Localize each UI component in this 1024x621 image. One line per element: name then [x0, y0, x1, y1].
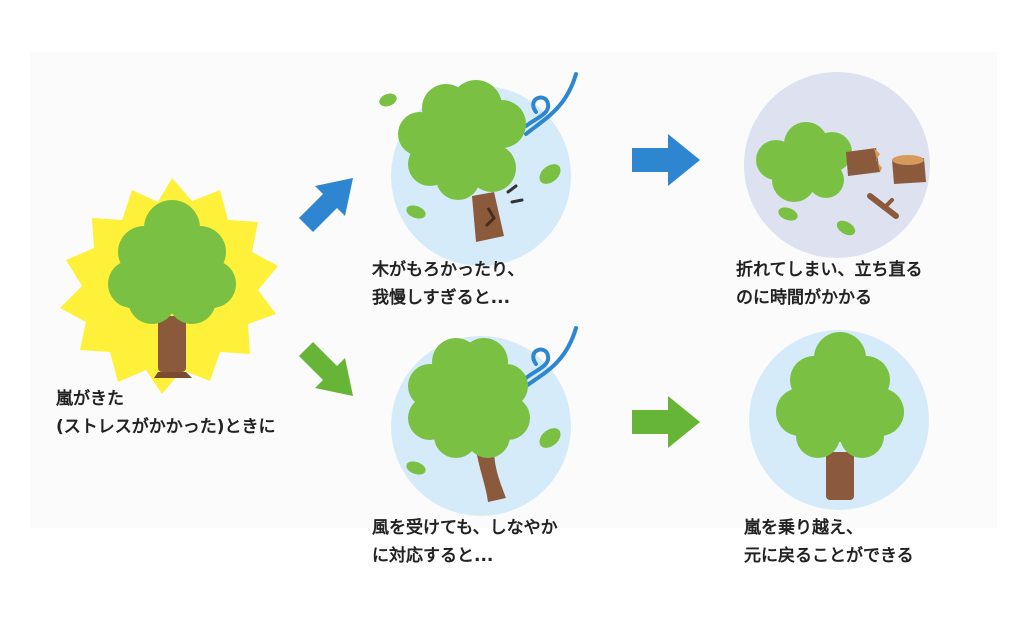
leaf-icon: [836, 220, 856, 236]
caption-rigid-line1: 木がもろかったり、: [372, 260, 525, 280]
caption-start: 嵐がきた (ストレスがかかった)ときに: [56, 385, 276, 441]
recovered-tree-circle: [738, 318, 944, 518]
caption-broken-line2: のに時間がかかる: [736, 288, 872, 308]
caption-recovered-line2: 元に戻ることができる: [744, 546, 914, 566]
broken-trunk-piece: [846, 148, 880, 176]
leaf-icon: [406, 461, 426, 475]
arrow-up-right-blue: [293, 174, 359, 236]
leaf-icon: [379, 93, 397, 107]
caption-recovered: 嵐を乗り越え、 元に戻ることができる: [744, 514, 914, 570]
trunk-flexible: [476, 448, 506, 502]
caption-start-line1: 嵐がきた: [56, 389, 124, 409]
caption-recovered-line1: 嵐を乗り越え、: [744, 518, 863, 538]
start-tree-sunburst: [60, 176, 280, 396]
tree-crown-bent: [398, 80, 526, 200]
flexible-tree-circle: [376, 322, 586, 522]
tree-icon: [776, 332, 904, 458]
broken-tree-circle: [736, 68, 946, 258]
leaf-icon: [539, 164, 561, 184]
fallen-crown: [756, 122, 852, 202]
leaf-icon: [778, 207, 798, 221]
arrow-right-blue: [632, 132, 702, 188]
caption-flexible-line2: に対応すると...: [372, 546, 494, 566]
caption-flexible: 風を受けても、しなやか に対応すると...: [372, 514, 558, 570]
caption-broken-line1: 折れてしまい、立ち直る: [736, 260, 923, 280]
tree-crown-swaying: [408, 338, 530, 458]
tree-stump: [892, 158, 926, 184]
wind-swirl-icon: [524, 72, 578, 136]
caption-start-line2: (ストレスがかかった)ときに: [56, 417, 276, 437]
caption-rigid: 木がもろかったり、 我慢しすぎると...: [372, 256, 524, 312]
arrow-down-right-green: [293, 338, 359, 400]
tree-icon: [108, 200, 236, 378]
caption-rigid-line2: 我慢しすぎると...: [372, 288, 511, 308]
wind-swirl-icon: [524, 326, 578, 388]
rigid-tree-circle: [376, 68, 586, 268]
trunk-cracked: [472, 192, 504, 242]
arrow-right-green: [632, 394, 702, 450]
caption-broken: 折れてしまい、立ち直る のに時間がかかる: [736, 256, 923, 312]
caption-flexible-line1: 風を受けても、しなやか: [372, 518, 558, 538]
leaf-icon: [406, 205, 426, 219]
leaf-icon: [539, 428, 561, 448]
